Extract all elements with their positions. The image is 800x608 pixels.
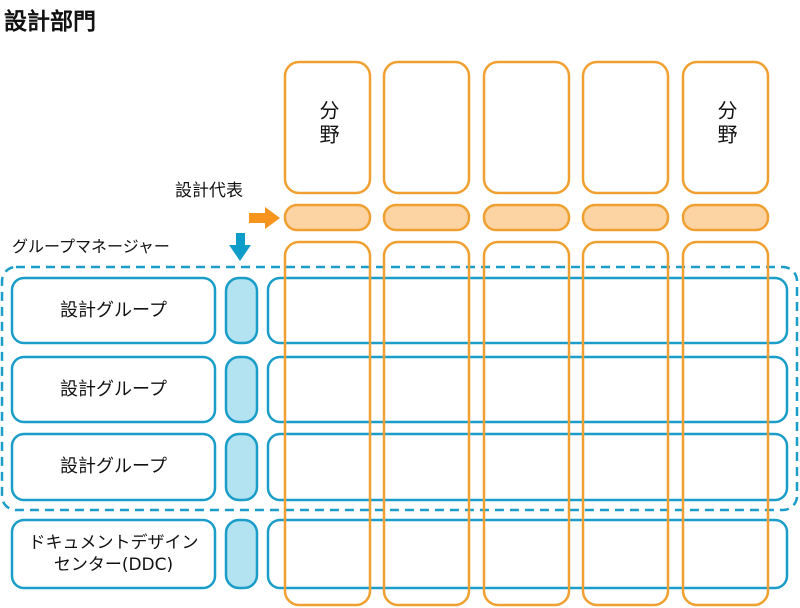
field-column [283, 240, 372, 607]
design-rep-pill [681, 203, 770, 232]
ddc-box [10, 518, 217, 590]
group-manager-dashed-region [0, 265, 799, 512]
ddc-label: ドキュメントデザイン センター(DDC) [28, 532, 199, 575]
group-box [10, 355, 217, 424]
group-row [266, 276, 789, 345]
group-label: 設計グループ [60, 456, 167, 478]
group-manager-pill [224, 276, 259, 345]
group-manager-label: グループマネージャー [12, 237, 170, 256]
group-row [266, 355, 789, 424]
field-top-box [482, 60, 571, 195]
field-column [382, 240, 471, 607]
field-label: 分野 [714, 100, 738, 148]
group-box [10, 276, 217, 345]
field-column [681, 240, 770, 607]
group-manager-pill [224, 432, 259, 502]
design-rep-label: 設計代表 [175, 181, 243, 201]
blue-down-arrow-icon [229, 233, 251, 261]
field-top-box [581, 60, 670, 195]
group-manager-pill [224, 518, 259, 590]
design-rep-pill [283, 203, 372, 232]
design-rep-pill [482, 203, 571, 232]
design-rep-pill [581, 203, 670, 232]
group-manager-pill [224, 355, 259, 424]
page-title: 設計部門 [4, 9, 96, 35]
field-top-box [681, 60, 770, 195]
orange-arrow-icon [249, 207, 280, 229]
field-column [482, 240, 571, 607]
field-top-box [382, 60, 471, 195]
group-label: 設計グループ [60, 299, 167, 321]
group-row [266, 432, 789, 502]
group-box [10, 432, 217, 502]
field-label: 分野 [316, 100, 340, 148]
field-column [581, 240, 670, 607]
field-top-box [283, 60, 372, 195]
design-rep-pill [382, 203, 471, 232]
group-label: 設計グループ [60, 378, 167, 400]
ddc-row [266, 518, 789, 590]
